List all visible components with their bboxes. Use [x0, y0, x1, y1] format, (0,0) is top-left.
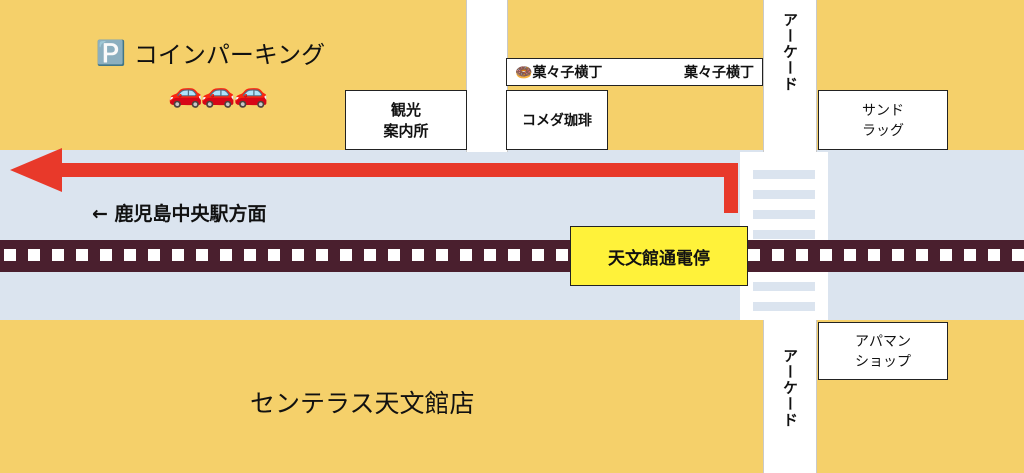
store-label: センテラス天文館店 — [250, 389, 475, 418]
track-tie — [796, 249, 808, 261]
track-tie — [388, 249, 400, 261]
parking-icon: 🅿️ — [96, 38, 126, 67]
donut-icon: 🍩 — [515, 65, 533, 81]
track-tie — [244, 249, 256, 261]
sandrug: サンド ラッグ — [818, 90, 948, 150]
komeda-coffee: コメダ珈琲 — [506, 90, 608, 150]
track-tie — [748, 249, 760, 261]
track-tie — [844, 249, 856, 261]
track-tie — [556, 249, 568, 261]
apamanshop: アパマン ショップ — [818, 322, 948, 380]
arcade-north — [763, 0, 817, 152]
track-tie — [940, 249, 952, 261]
coin-parking-label: 🅿️ コインパーキング — [96, 38, 326, 70]
direction-label: ← 鹿児島中央駅方面 — [92, 203, 267, 225]
crosswalk-stripe — [753, 210, 815, 219]
crosswalk-stripe — [753, 170, 815, 179]
track-tie — [916, 249, 928, 261]
crosswalk-stripe — [753, 302, 815, 311]
arcade-label-south: アーケード — [781, 348, 799, 428]
track-tie — [532, 249, 544, 261]
track-tie — [52, 249, 64, 261]
track-tie — [484, 249, 496, 261]
track-tie — [868, 249, 880, 261]
crosswalk-stripe — [753, 230, 815, 239]
kashi-yokocho-left-label: 菓々子横丁 — [532, 65, 603, 81]
track-tie — [4, 249, 16, 261]
arcade-label-north: アーケード — [781, 12, 799, 92]
track-tie — [196, 249, 208, 261]
car-icons: 🚗🚗🚗 — [168, 76, 269, 109]
track-tie — [772, 249, 784, 261]
track-tie — [892, 249, 904, 261]
track-tie — [124, 249, 136, 261]
track-tie — [820, 249, 832, 261]
track-tie — [148, 249, 160, 261]
track-tie — [364, 249, 376, 261]
crosswalk-stripe — [753, 190, 815, 199]
track-tie — [316, 249, 328, 261]
track-tie — [340, 249, 352, 261]
tenmonkan-station: 天文館通電停 — [570, 226, 748, 286]
crosswalk-stripe — [753, 282, 815, 291]
track-tie — [988, 249, 1000, 261]
track-tie — [100, 249, 112, 261]
tram-track — [0, 240, 1024, 272]
track-tie — [220, 249, 232, 261]
track-tie — [292, 249, 304, 261]
track-tie — [412, 249, 424, 261]
track-tie — [436, 249, 448, 261]
tourist-info-center: 観光 案内所 — [345, 90, 467, 150]
kashi-yokocho-sign: 🍩菓々子横丁 菓々子横丁 — [506, 58, 763, 86]
kashi-yokocho-right-label: 菓々子横丁 — [684, 65, 754, 81]
main-road — [0, 150, 1024, 320]
arcade-south — [763, 320, 817, 473]
track-tie — [964, 249, 976, 261]
track-tie — [508, 249, 520, 261]
track-tie — [268, 249, 280, 261]
direction-arrow — [10, 148, 738, 213]
track-tie — [172, 249, 184, 261]
track-tie — [1012, 249, 1024, 261]
track-tie — [460, 249, 472, 261]
track-tie — [28, 249, 40, 261]
side-street-north — [466, 0, 508, 152]
track-tie — [76, 249, 88, 261]
